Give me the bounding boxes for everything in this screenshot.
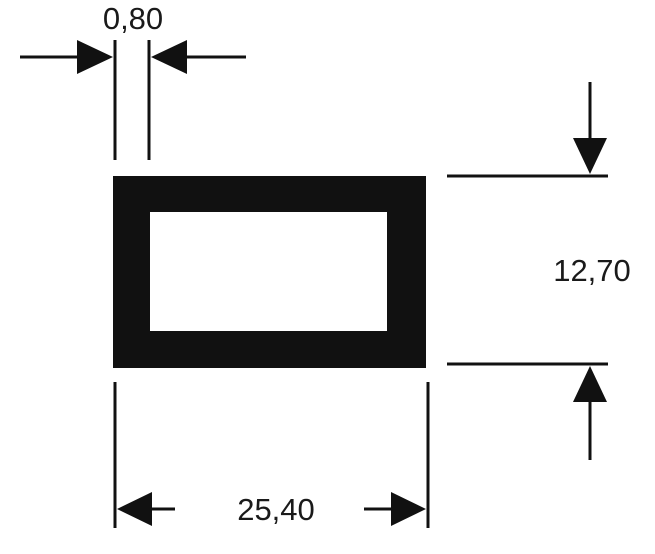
tube-profile <box>113 176 426 368</box>
tube-wall <box>113 176 426 368</box>
width-arrow-right-pointing <box>391 492 426 526</box>
wall-thickness-label: 0,80 <box>103 1 163 36</box>
height-label: 12,70 <box>553 253 631 288</box>
wall-thickness-dimension: 0,80 <box>20 1 246 160</box>
height-arrow-down-pointing <box>573 138 607 174</box>
wall-arrow-right-pointing <box>77 40 113 74</box>
height-arrow-up-pointing <box>573 366 607 402</box>
width-arrow-left-pointing <box>117 492 152 526</box>
wall-arrow-left-pointing <box>151 40 187 74</box>
height-dimension: 12,70 <box>447 82 631 460</box>
width-label: 25,40 <box>237 492 315 527</box>
width-dimension: 25,40 <box>113 382 430 528</box>
